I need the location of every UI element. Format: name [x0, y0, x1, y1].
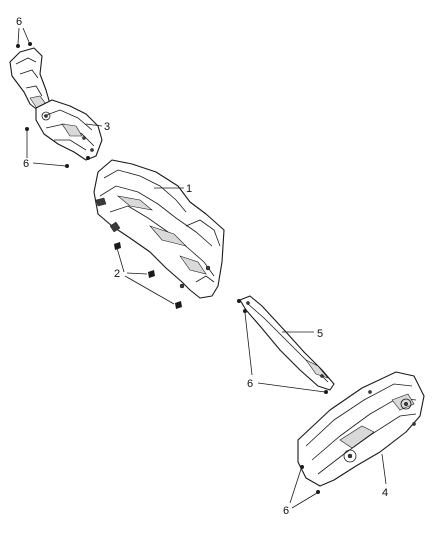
heat-shield-part-1: [93, 159, 225, 299]
fastener-6-mid-c: [324, 390, 328, 394]
fastener-6-bottom-a: [300, 465, 304, 469]
bracket-part-5: [239, 295, 335, 391]
leader-6-bottom: [289, 468, 318, 509]
callout-5: 5: [317, 328, 323, 340]
fastener-6-left-b: [65, 164, 69, 168]
fastener-6-left-a: [25, 127, 29, 131]
fastener-2-c: [175, 301, 182, 309]
fastener-2-b: [148, 270, 155, 278]
fastener-6-left-c: [86, 156, 90, 160]
fastener-6-mid-b: [243, 309, 247, 313]
leader-6-middle: [244, 312, 326, 393]
heat-shield-part-4: [297, 371, 425, 487]
fastener-6-top-a: [16, 44, 20, 48]
leader-2: [116, 247, 175, 305]
leader-4: [381, 453, 387, 485]
callout-3: 3: [104, 121, 110, 133]
callout-4: 4: [382, 487, 388, 499]
callout-labels: 6 3 6 1 2 5 6 4 6: [16, 16, 388, 517]
leader-lines: [17, 27, 387, 509]
callout-6-bottom: 6: [283, 505, 289, 517]
fastener-6-mid-a: [237, 299, 241, 303]
leader-6-upper-left: [26, 131, 67, 167]
leader-3: [85, 123, 103, 127]
fastener-2-a: [114, 242, 121, 250]
callout-1: 1: [186, 183, 192, 195]
fastener-6-top-b: [28, 42, 32, 46]
fasteners: [16, 42, 328, 494]
callout-6-upper-left: 6: [23, 158, 29, 170]
callout-6-middle: 6: [247, 378, 253, 390]
callout-6-top: 6: [16, 16, 22, 28]
leader-6-top: [17, 27, 30, 45]
heat-shield-part-3: [9, 47, 103, 161]
callout-2: 2: [114, 268, 120, 280]
